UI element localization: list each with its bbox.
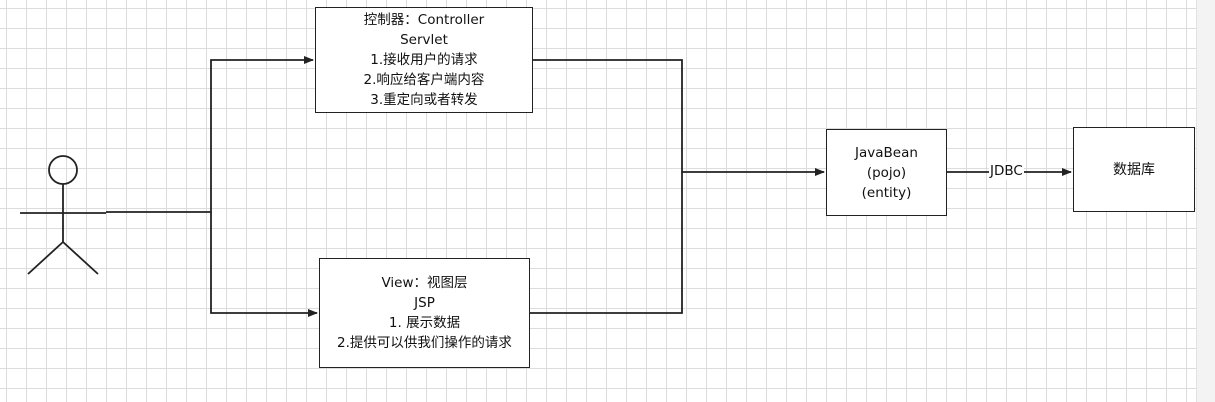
javabean-line: (entity) [861, 184, 912, 201]
controller-title: 控制器：Controller [363, 12, 485, 28]
controller-subtitle: Servlet [400, 32, 448, 48]
view-title: View：视图层 [381, 275, 468, 291]
view-item: 1. 展示数据 [388, 315, 461, 331]
view-node: View：视图层 JSP 1. 展示数据 2.提供可以供我们操作的请求 [319, 258, 530, 368]
javabean-line: JavaBean [855, 144, 918, 161]
controller-node: 控制器：Controller Servlet 1.接收用户的请求 2.响应给客户… [315, 7, 533, 113]
view-subtitle: JSP [414, 295, 435, 311]
vertical-scrollbar[interactable] [1196, 0, 1215, 402]
edge-user-to-view [210, 212, 318, 317]
jdbc-edge-label: JDBC [989, 162, 1024, 180]
edge-view-to-javabean [530, 172, 683, 314]
controller-item: 1.接收用户的请求 [370, 52, 478, 68]
controller-item: 3.重定向或者转发 [370, 92, 478, 108]
javabean-line: (pojo) [866, 164, 907, 181]
edge-user-to-controller [106, 56, 314, 213]
stick-figure-user-icon [20, 155, 106, 275]
view-item: 2.提供可以供我们操作的请求 [337, 335, 512, 351]
database-node: 数据库 [1073, 127, 1195, 212]
controller-item: 2.响应给客户端内容 [363, 72, 485, 88]
database-label: 数据库 [1113, 161, 1155, 178]
javabean-node: JavaBean (pojo) (entity) [826, 129, 947, 216]
edge-controller-to-javabean [533, 59, 825, 176]
